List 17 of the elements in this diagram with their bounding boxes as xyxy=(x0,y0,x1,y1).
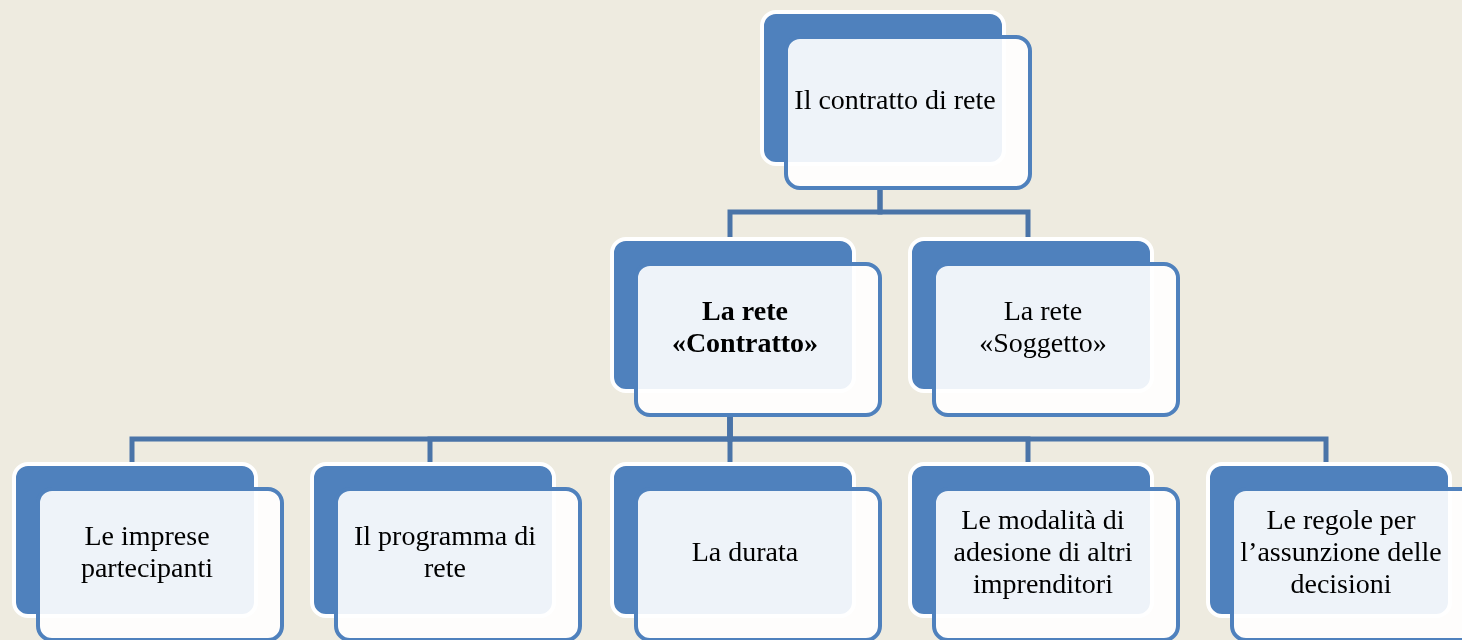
org-box xyxy=(760,10,1032,190)
org-box xyxy=(610,237,882,417)
org-box xyxy=(610,462,882,640)
org-box xyxy=(908,237,1180,417)
box-label: La rete «Soggetto» xyxy=(978,294,1108,359)
box-label: Le regole per l’assunzione delle decisioni xyxy=(1239,503,1443,600)
org-box xyxy=(310,462,582,640)
box-label: Il programma di rete xyxy=(353,519,537,584)
box-label: La rete «Contratto» xyxy=(670,294,820,359)
org-box xyxy=(908,462,1180,640)
box-label: Il contratto di rete xyxy=(794,83,996,116)
box-label: Le modalità di adesione di altri imprenditori xyxy=(952,503,1134,600)
org-box xyxy=(12,462,284,640)
box-label: La durata xyxy=(691,535,799,568)
box-label: Le imprese partecipanti xyxy=(79,519,215,584)
connector-line xyxy=(877,190,1031,237)
org-box xyxy=(1206,462,1462,640)
